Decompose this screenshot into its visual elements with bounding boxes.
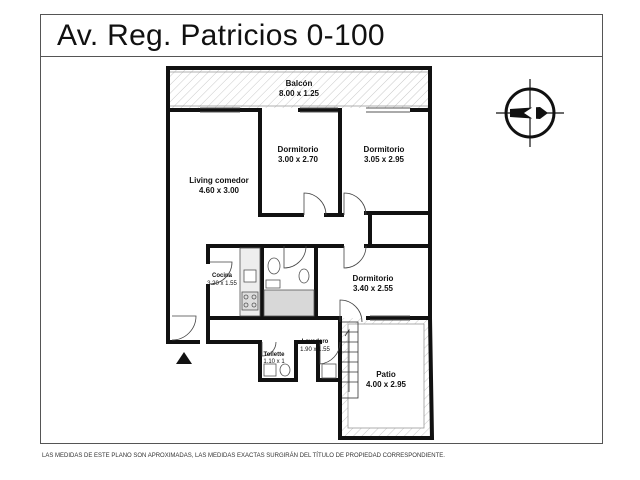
room-label-patio: Patio 4.00 x 2.95	[366, 370, 407, 389]
svg-text:3.00 x 2.70: 3.00 x 2.70	[278, 155, 319, 164]
svg-text:3.05 x 2.95: 3.05 x 2.95	[364, 155, 405, 164]
entrance-arrow-icon	[176, 352, 192, 364]
compass-north-label: N	[530, 109, 537, 119]
room-label-balcon: Balcón 8.00 x 1.25	[279, 79, 320, 98]
room-label-lavadero: Lavadero 1.90 x 1.55	[300, 339, 330, 353]
svg-text:Balcón: Balcón	[286, 79, 313, 88]
kitchen-fixtures	[239, 247, 261, 317]
room-label-living: Living comedor 4.60 x 3.00	[189, 176, 249, 195]
svg-text:Patio: Patio	[376, 370, 396, 379]
svg-text:Dormitorio: Dormitorio	[278, 145, 319, 154]
room-label-toilette: Toilette 1.10 x 1	[263, 352, 285, 365]
walls	[166, 66, 435, 440]
compass-rose-icon: N	[496, 79, 564, 147]
svg-text:1.10 x 1: 1.10 x 1	[263, 359, 285, 365]
title-bar: Av. Reg. Patricios 0-100	[41, 15, 602, 57]
svg-text:Dormitorio: Dormitorio	[364, 145, 405, 154]
svg-text:Dormitorio: Dormitorio	[353, 274, 394, 283]
svg-text:Living comedor: Living comedor	[189, 176, 249, 185]
page-title: Av. Reg. Patricios 0-100	[57, 19, 385, 52]
svg-text:4.60 x 3.00: 4.60 x 3.00	[199, 186, 240, 195]
svg-text:8.00 x 1.25: 8.00 x 1.25	[279, 89, 320, 98]
room-label-dormitorio-2: Dormitorio 3.05 x 2.95	[364, 145, 405, 164]
svg-text:1.90 x 1.55: 1.90 x 1.55	[300, 347, 330, 353]
room-label-dormitorio-3: Dormitorio 3.40 x 2.55	[353, 274, 394, 293]
balcony-area	[170, 70, 428, 108]
stair	[339, 321, 359, 399]
room-label-cocina: Cocina 3.20 x 1.55	[207, 273, 237, 287]
svg-text:3.40 x 2.55: 3.40 x 2.55	[353, 284, 394, 293]
room-label-dormitorio-1: Dormitorio 3.00 x 2.70	[278, 145, 319, 164]
svg-text:Lavadero: Lavadero	[302, 339, 329, 345]
windows	[200, 107, 410, 321]
patio-area	[340, 318, 432, 436]
svg-text:4.00 x 2.95: 4.00 x 2.95	[366, 380, 407, 389]
doors	[171, 192, 367, 365]
plan-frame: Av. Reg. Patricios 0-100	[40, 14, 603, 444]
svg-text:Cocina: Cocina	[212, 273, 233, 279]
svg-text:Toilette: Toilette	[264, 352, 286, 358]
bathroom-fixtures	[263, 257, 337, 379]
svg-text:3.20 x 1.55: 3.20 x 1.55	[207, 281, 237, 287]
disclaimer-text: LAS MEDIDAS DE ESTE PLANO SON APROXIMADA…	[42, 453, 445, 459]
